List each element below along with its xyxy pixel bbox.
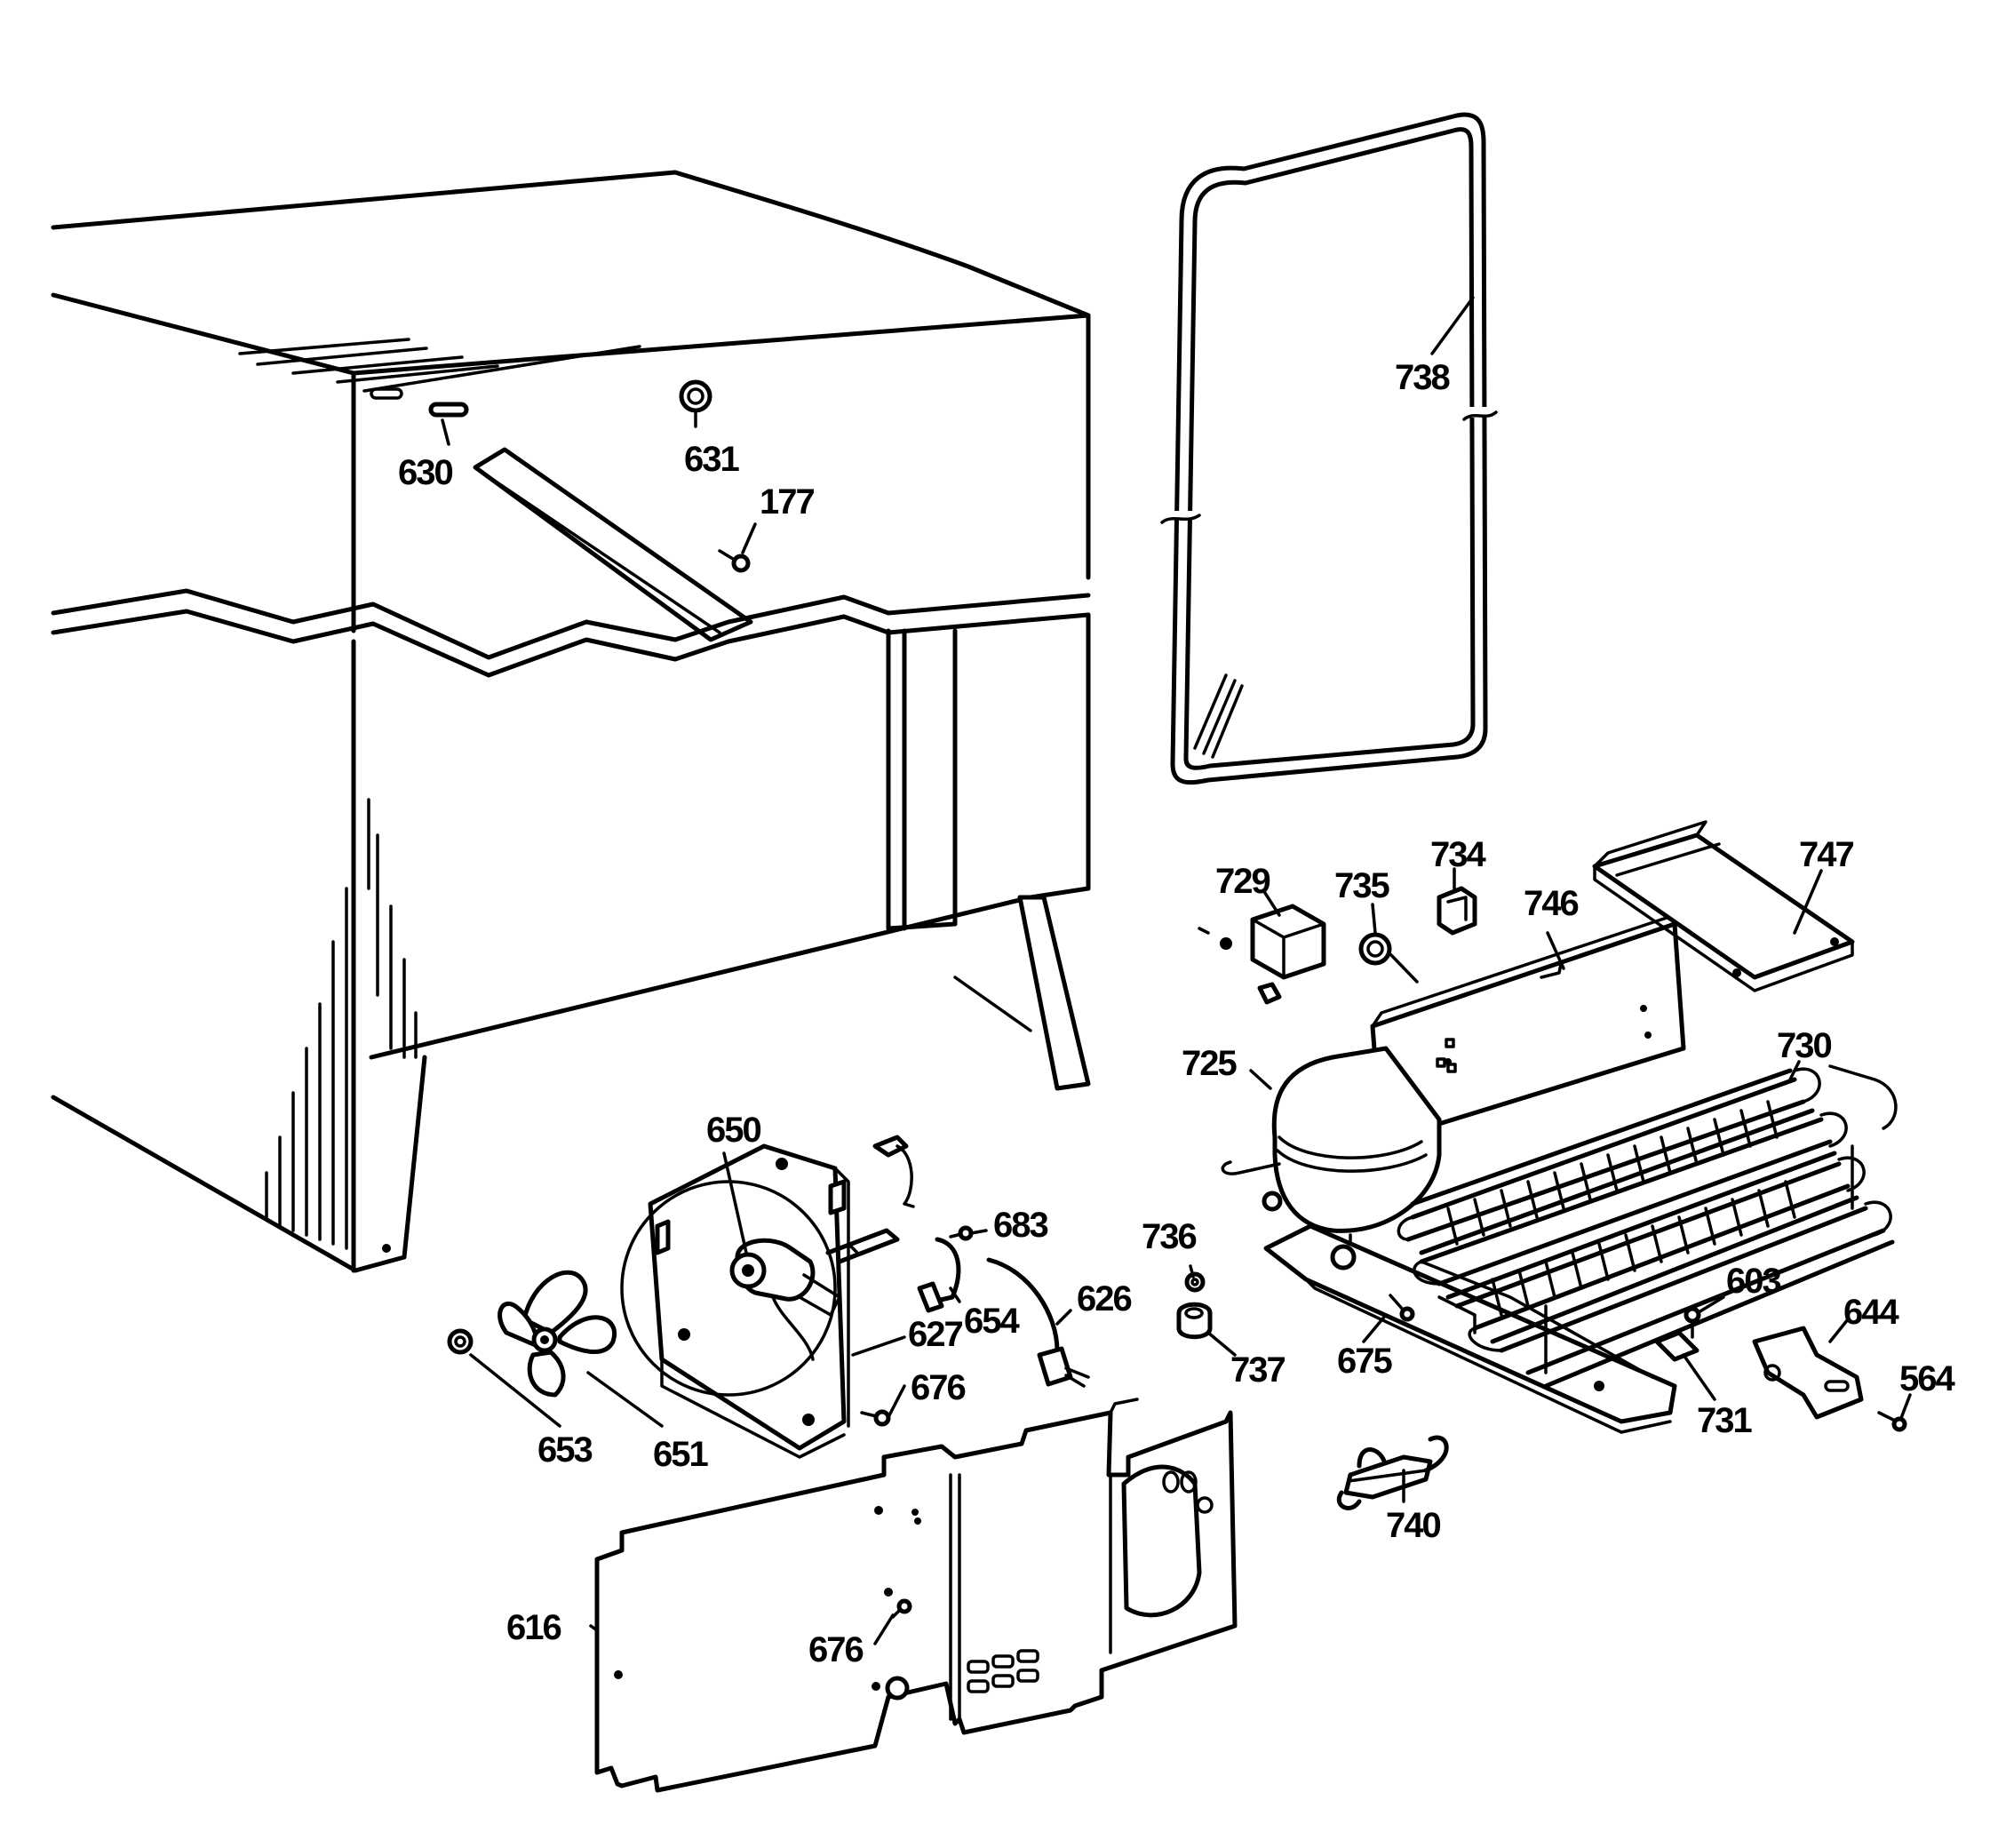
label-631: 631	[684, 440, 739, 479]
drain-slot-630	[428, 402, 469, 418]
screw-603	[1684, 1306, 1701, 1339]
label-644: 644	[1843, 1293, 1899, 1332]
label-746: 746	[1524, 884, 1578, 923]
screw-683	[949, 1225, 974, 1241]
overload-735	[1358, 932, 1419, 984]
label-653: 653	[537, 1430, 592, 1470]
wire-clip	[872, 1135, 915, 1208]
relay-734	[1437, 886, 1477, 936]
screw-675	[1389, 1294, 1415, 1322]
nut-736	[1184, 1271, 1206, 1293]
label-630: 630	[398, 453, 452, 492]
relay-729	[1198, 904, 1326, 1005]
label-738: 738	[1395, 358, 1450, 397]
label-729: 729	[1215, 862, 1270, 901]
label-747: 747	[1799, 835, 1853, 874]
label-564: 564	[1899, 1359, 1955, 1398]
label-735: 735	[1334, 866, 1389, 905]
label-676-a: 676	[911, 1368, 965, 1407]
label-626: 626	[1077, 1279, 1131, 1318]
label-676-b: 676	[808, 1630, 863, 1669]
clip-654	[917, 1237, 961, 1313]
label-616: 616	[506, 1608, 561, 1647]
fan-bracket-627	[620, 1143, 850, 1459]
bracket-644	[1752, 1326, 1864, 1420]
screw-177	[718, 549, 751, 573]
door-gasket-738	[1160, 112, 1498, 785]
condenser-coil-730	[1397, 1064, 1898, 1389]
grommet-631	[679, 379, 712, 413]
label-740: 740	[1386, 1506, 1440, 1545]
screw-564	[1877, 1411, 1907, 1432]
nut-653	[447, 1328, 474, 1355]
label-734: 734	[1430, 835, 1486, 874]
label-731: 731	[1697, 1401, 1752, 1440]
label-736: 736	[1142, 1217, 1196, 1256]
label-683: 683	[993, 1206, 1047, 1245]
leader-lines	[441, 296, 1912, 1645]
fan-blade-651	[498, 1270, 617, 1398]
access-cover-616	[594, 1398, 1238, 1793]
label-627: 627	[908, 1315, 962, 1354]
fan-motor-650	[729, 1228, 900, 1361]
label-737: 737	[1230, 1350, 1285, 1390]
harness-626	[986, 1257, 1090, 1388]
part-labels: 630 631 177 738 729 735 734 746 747 730 …	[398, 358, 1957, 1669]
cabinet	[51, 170, 1091, 1273]
drain-740	[1337, 1435, 1449, 1510]
label-177: 177	[760, 482, 814, 522]
label-654: 654	[964, 1302, 1020, 1341]
label-603: 603	[1726, 1262, 1780, 1301]
label-650: 650	[706, 1111, 760, 1150]
clip-731	[1654, 1330, 1699, 1362]
label-651: 651	[653, 1435, 708, 1474]
tray-747	[1592, 820, 1855, 992]
label-725: 725	[1182, 1044, 1237, 1083]
screw-676-a	[860, 1409, 891, 1427]
label-675: 675	[1337, 1342, 1392, 1381]
grommet-737	[1176, 1302, 1213, 1340]
label-730: 730	[1777, 1026, 1831, 1065]
